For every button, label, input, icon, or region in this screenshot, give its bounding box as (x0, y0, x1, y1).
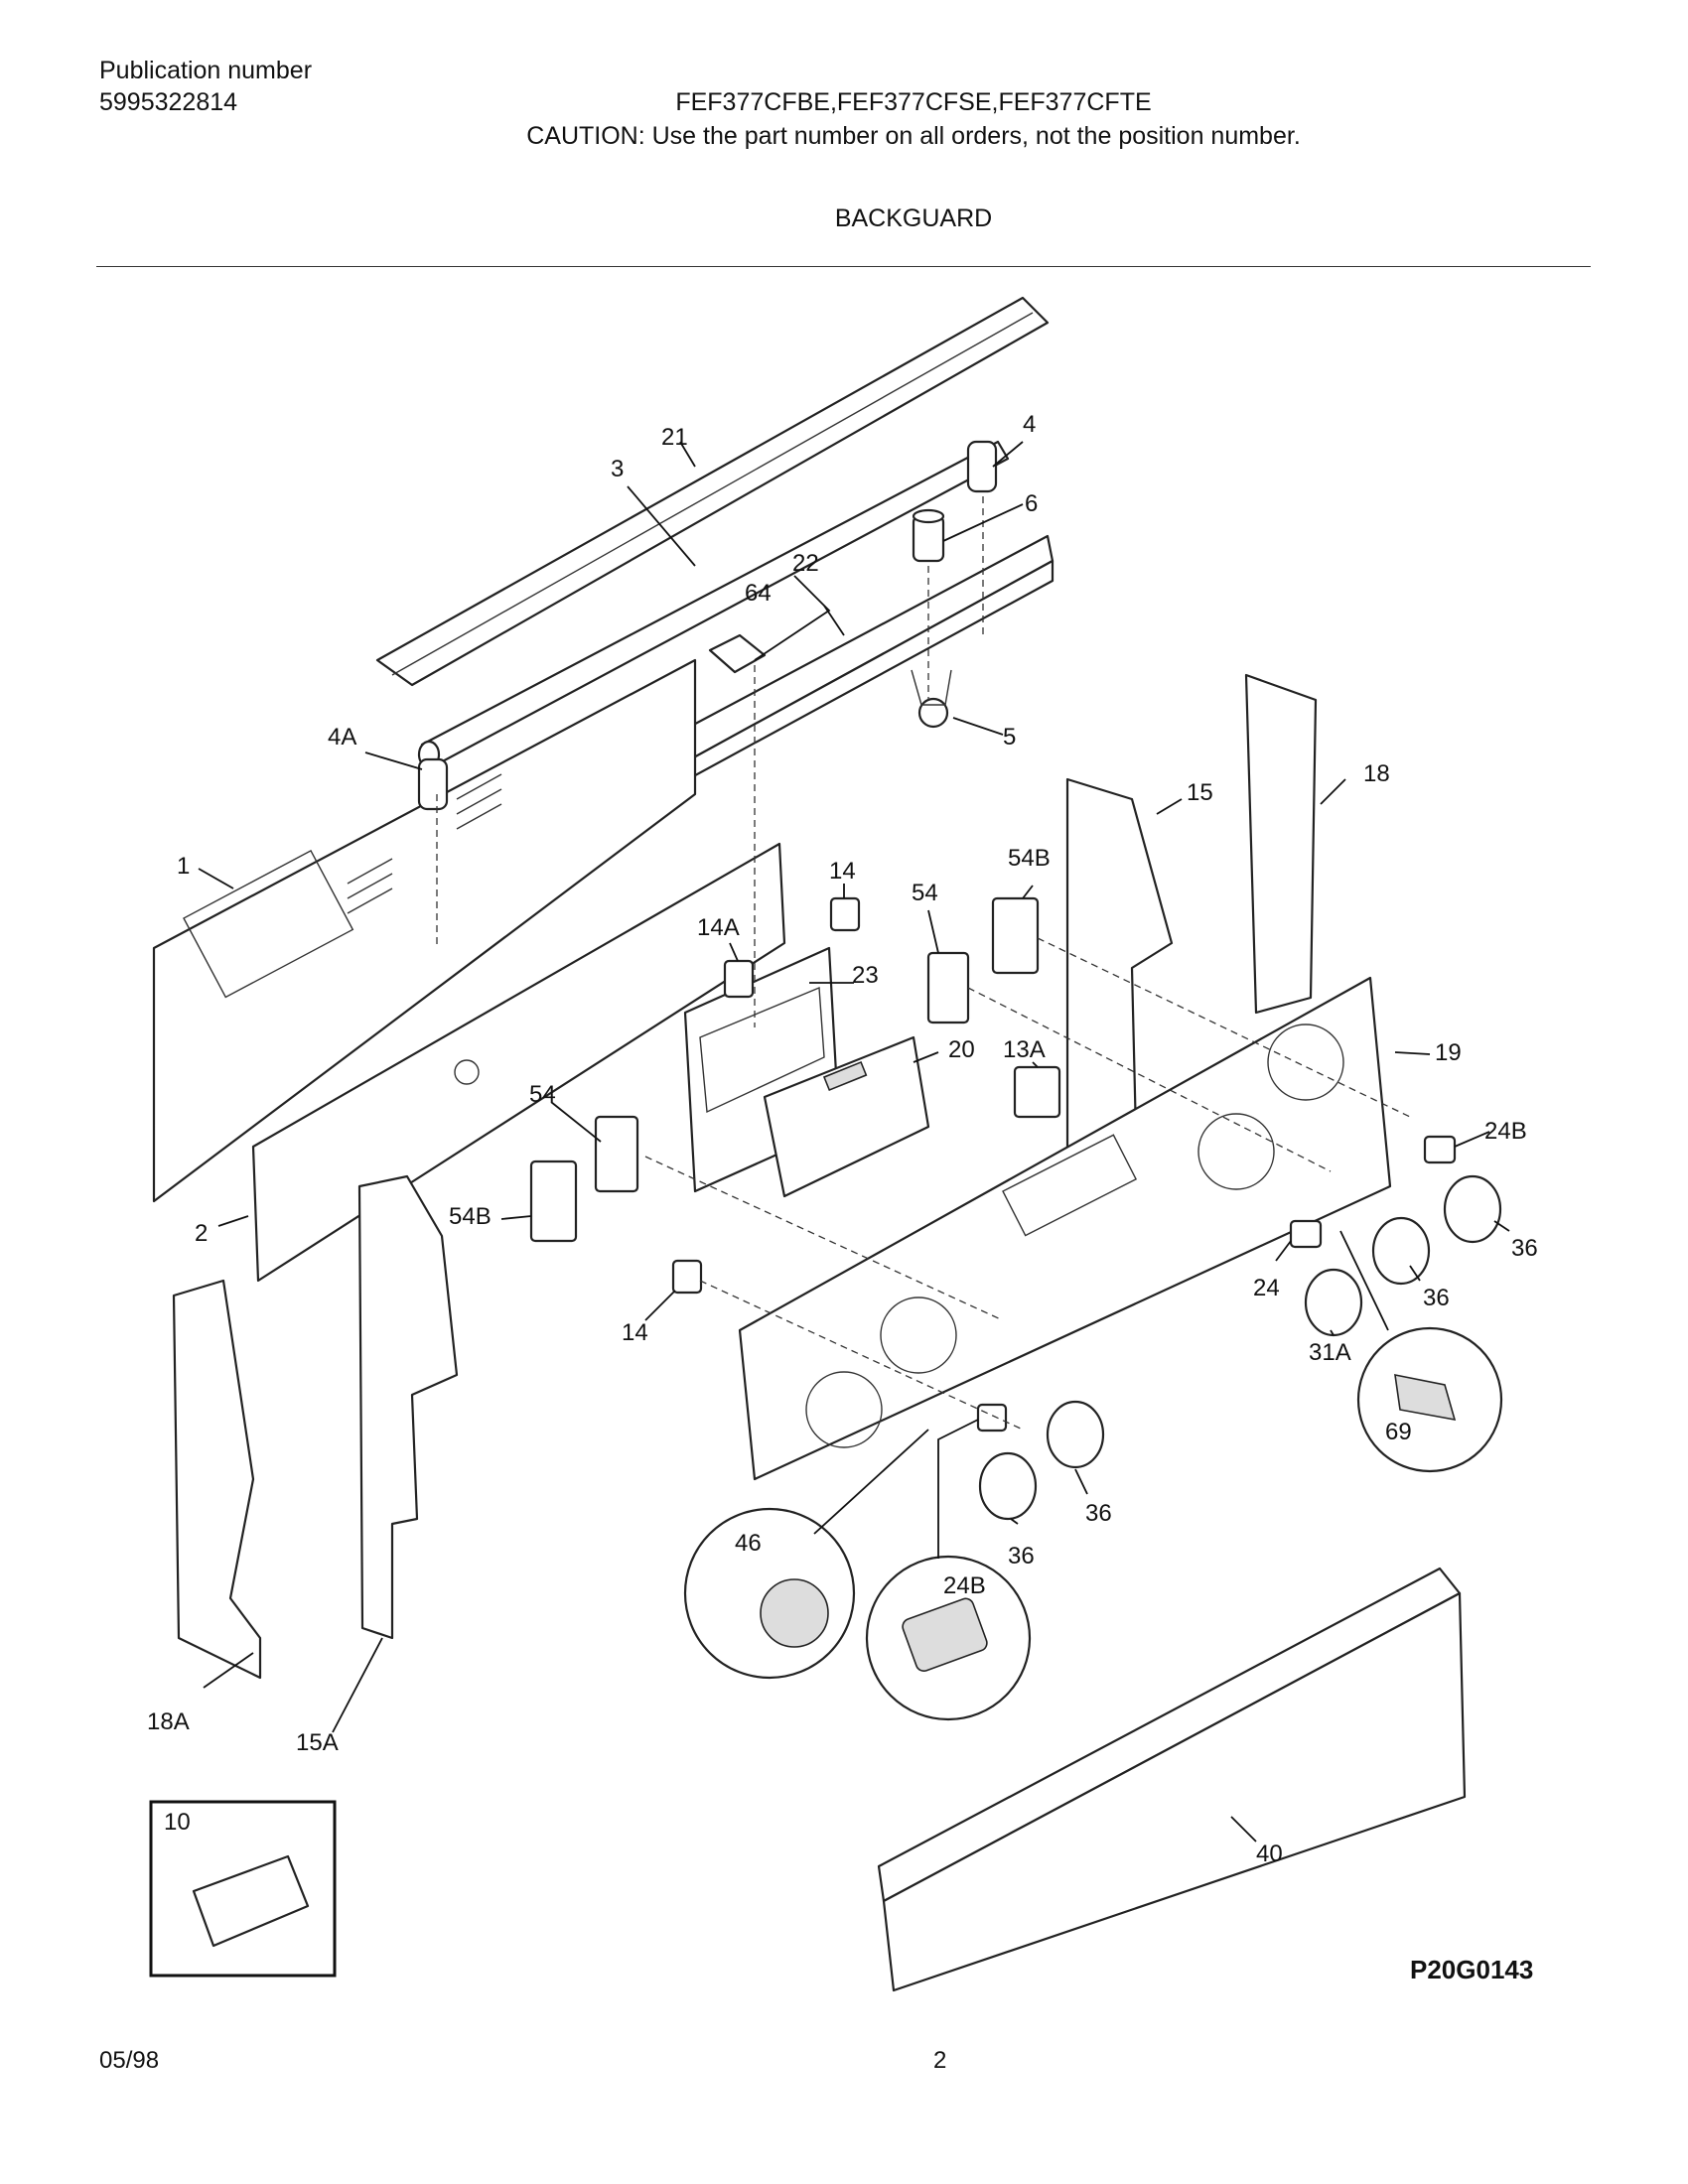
part-clip (708, 633, 767, 674)
part-label: 13A (1003, 1036, 1046, 1063)
part-knob-36-a (1443, 1174, 1502, 1244)
drawing-code: P20G0143 (1410, 1955, 1533, 1984)
page-number: 2 (933, 2047, 947, 2074)
part-label: 54 (529, 1081, 556, 1108)
part-label: 15A (296, 1729, 339, 1756)
detail-circle-24b (865, 1555, 1032, 1721)
part-switch-14-lower (671, 1259, 703, 1295)
part-label: 40 (1256, 1841, 1283, 1867)
publication-date: 05/98 (99, 2047, 160, 2074)
part-control-bracket (251, 842, 786, 1283)
part-label: 6 (1025, 490, 1038, 517)
part-label: 20 (948, 1036, 975, 1063)
part-label: 14 (829, 858, 856, 885)
part-label: 54B (449, 1203, 492, 1230)
part-label: 19 (1435, 1039, 1462, 1066)
part-label: 14A (697, 914, 740, 941)
detail-circle-69 (1356, 1326, 1503, 1473)
part-clock-control (763, 1035, 930, 1198)
part-label: 4A (328, 724, 356, 751)
part-label: 18A (147, 1708, 190, 1735)
publication-label: Publication number (99, 57, 313, 84)
part-lampholder-right (966, 440, 998, 493)
part-label: 24 (1253, 1275, 1280, 1301)
part-rocker-24 (1289, 1219, 1323, 1249)
part-label: 15 (1187, 779, 1213, 806)
part-end-cap-right (1244, 673, 1318, 1015)
part-label: 14 (622, 1319, 648, 1346)
part-label: 36 (1511, 1235, 1538, 1262)
inset-box-ballast (149, 1800, 337, 1978)
part-label: 36 (1085, 1500, 1112, 1527)
part-knob-36-c (1046, 1400, 1105, 1469)
part-label: 21 (661, 424, 688, 451)
part-label: 69 (1385, 1419, 1412, 1445)
part-label: 22 (792, 550, 819, 577)
part-label: 46 (735, 1530, 762, 1557)
part-infinite-switch-54-upper (926, 951, 970, 1024)
part-label: 64 (745, 580, 772, 607)
part-label: 54 (912, 880, 938, 906)
part-labels: 21 3 4 6 22 64 5 4A 18 15 1 14 54B 54 14… (147, 411, 1538, 1984)
part-label: 23 (852, 962, 879, 989)
part-label: 54B (1008, 845, 1051, 872)
part-end-cap-left (172, 1279, 262, 1680)
part-starter (912, 508, 945, 563)
part-label: 31A (1309, 1339, 1351, 1366)
part-knob-36-b (1371, 1216, 1431, 1286)
part-control-panel (738, 976, 1392, 1481)
part-label: 36 (1423, 1285, 1450, 1311)
part-knob-36-d (978, 1451, 1038, 1521)
part-label: 24B (943, 1572, 986, 1599)
part-switch-14a (723, 959, 755, 999)
part-infinite-switch-54b-upper (991, 896, 1040, 975)
part-label: 10 (164, 1809, 191, 1836)
part-label: 4 (1023, 411, 1036, 438)
part-top-trim (375, 296, 1050, 687)
part-label: 3 (611, 456, 624, 482)
part-label: 1 (177, 853, 190, 880)
part-thermostat (1013, 1065, 1061, 1119)
part-switch-14-upper (829, 896, 861, 932)
leader-lines (198, 441, 1510, 1843)
alignment-lines (436, 496, 1411, 1431)
header-rule (96, 266, 1591, 267)
part-knob-31a (1304, 1268, 1363, 1337)
part-end-bracket-left (357, 1174, 459, 1640)
part-infinite-switch-54b-lower (529, 1160, 578, 1243)
part-label: 24B (1484, 1118, 1527, 1145)
part-label: 36 (1008, 1543, 1035, 1570)
caution-note: CAUTION: Use the part number on all orde… (526, 122, 1301, 150)
detail-circle-46 (683, 1507, 856, 1680)
part-infinite-switch-54-lower (594, 1115, 639, 1193)
part-label: 5 (1003, 724, 1016, 751)
part-lampholder-left (417, 757, 449, 811)
part-label: 2 (195, 1220, 208, 1247)
part-rocker-24b-right (1423, 1135, 1457, 1164)
model-numbers: FEF377CFBE,FEF377CFSE,FEF377CFTE (675, 88, 1152, 116)
part-socket (911, 669, 952, 729)
part-rear-panel (152, 658, 697, 1203)
part-lower-trim (877, 1567, 1467, 1992)
part-label: 18 (1363, 760, 1390, 787)
publication-number: 5995322814 (99, 88, 238, 116)
part-rocker-24b-lower (976, 1403, 1008, 1433)
section-title: BACKGUARD (834, 205, 993, 232)
